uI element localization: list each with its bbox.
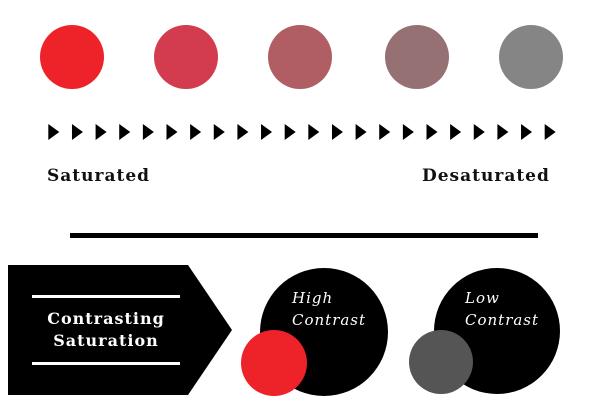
saturation-dot-1 xyxy=(40,25,104,89)
low-contrast-accent-circle xyxy=(409,330,473,394)
arrow-icon xyxy=(48,124,60,140)
arrow-icon xyxy=(544,124,556,140)
arrow-icon xyxy=(473,124,485,140)
arrow-icon xyxy=(284,124,296,140)
arrow-icon xyxy=(166,124,178,140)
arrow-icon xyxy=(190,124,202,140)
arrow-icon xyxy=(142,124,154,140)
arrow-icon xyxy=(402,124,414,140)
arrow-icon xyxy=(521,124,533,140)
banner-title: Contrasting Saturation xyxy=(36,308,176,352)
saturated-label: Saturated xyxy=(47,166,151,186)
saturation-dot-4 xyxy=(385,25,449,89)
arrow-icon xyxy=(71,124,83,140)
arrow-icon xyxy=(379,124,391,140)
arrow-icon xyxy=(308,124,320,140)
low-contrast-line-2: Contrast xyxy=(465,311,540,329)
desaturated-label: Desaturated xyxy=(422,166,550,186)
arrow-icon xyxy=(261,124,273,140)
high-contrast-line-1: High xyxy=(292,289,334,307)
high-contrast-accent-circle xyxy=(241,330,307,396)
arrow-icon xyxy=(426,124,438,140)
banner-top-rule xyxy=(32,295,180,298)
arrow-icon xyxy=(213,124,225,140)
arrow-icon xyxy=(497,124,509,140)
arrow-icon xyxy=(119,124,131,140)
banner-title-line-1: Contrasting xyxy=(47,309,165,328)
banner-title-line-2: Saturation xyxy=(53,331,159,350)
low-contrast-line-1: Low xyxy=(465,289,500,307)
arrow-icon xyxy=(95,124,107,140)
arrow-row xyxy=(48,124,556,140)
divider xyxy=(70,233,538,238)
high-contrast-label: High Contrast xyxy=(292,287,366,331)
high-contrast-line-2: Contrast xyxy=(292,311,367,329)
saturation-dot-2 xyxy=(154,25,218,89)
low-contrast-label: Low Contrast xyxy=(465,287,539,331)
saturation-dot-5 xyxy=(499,25,563,89)
saturation-dot-3 xyxy=(268,25,332,89)
arrow-icon xyxy=(331,124,343,140)
arrow-icon xyxy=(450,124,462,140)
arrow-icon xyxy=(237,124,249,140)
banner-bottom-rule xyxy=(32,362,180,365)
arrow-icon xyxy=(355,124,367,140)
